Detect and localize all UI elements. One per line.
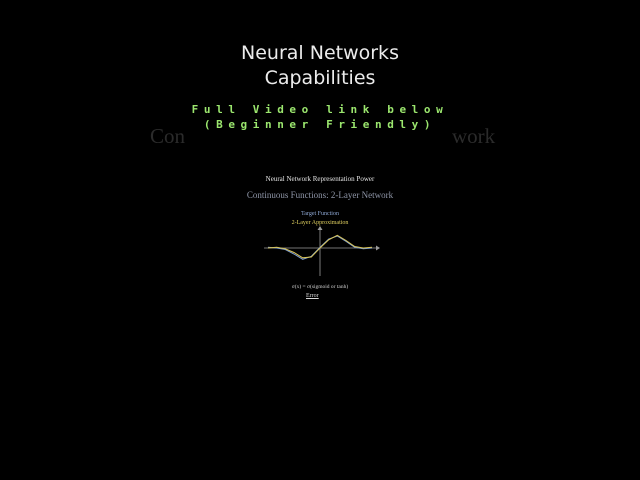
legend-approximation: 2-Layer Approximation	[291, 220, 349, 226]
y-axis-arrow	[317, 226, 323, 230]
series-line-target	[267, 235, 373, 260]
activation-formula: σ(x) = σ(sigmoid or tanh)	[291, 284, 349, 290]
function-approximation-chart	[264, 226, 380, 276]
legend-target-function: Target Function	[301, 211, 339, 217]
video-title-line1: Neural Networks	[241, 42, 399, 64]
background-caption-right: work	[452, 124, 496, 148]
slide-title: Neural Network Representation Power	[265, 175, 375, 183]
background-caption-left: Con	[150, 124, 186, 148]
error-label: Error	[306, 293, 319, 299]
promo-text-line2: (Beginner Friendly)	[203, 118, 437, 131]
series-layer	[267, 234, 373, 260]
promo-text-line1: Full Video link below	[191, 103, 449, 116]
slide-subtitle: Continuous Functions: 2-Layer Network	[246, 190, 394, 200]
x-axis-arrow	[376, 245, 380, 251]
video-title-line2: Capabilities	[264, 67, 376, 89]
series-line-approximation	[267, 234, 373, 259]
